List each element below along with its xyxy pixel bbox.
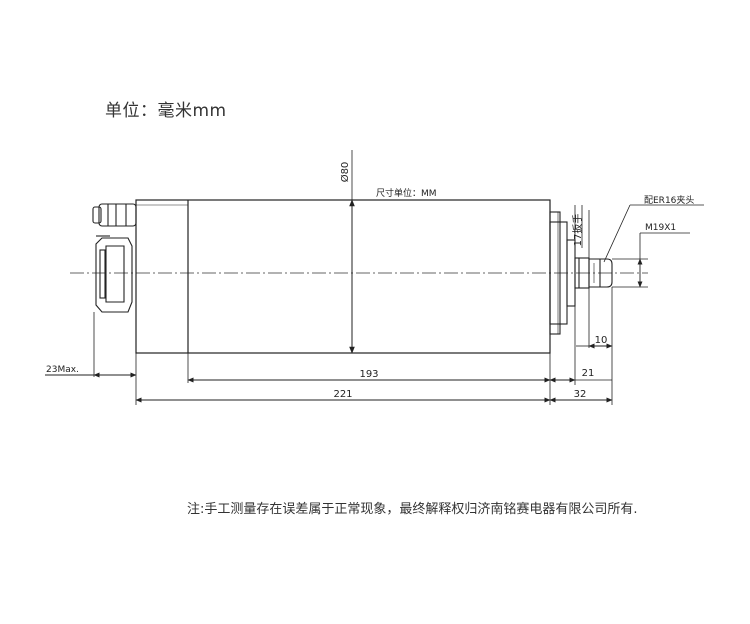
size-unit-note: 尺寸单位：MM <box>376 187 437 199</box>
wrench-label: 17扳手 <box>571 214 584 247</box>
dim-10-label: 10 <box>595 335 608 346</box>
dim-21-label: 21 <box>582 368 595 379</box>
diameter-label: Ø80 <box>339 162 351 183</box>
dim-23max-label: 23Max. <box>46 365 79 375</box>
spindle-nose <box>549 211 613 335</box>
dim-193-label: 193 <box>359 369 378 380</box>
thread-label: M19X1 <box>645 223 676 233</box>
unit-title: 单位：毫米mm <box>105 101 227 121</box>
spindle-body <box>135 199 551 354</box>
connector <box>92 203 137 313</box>
dim-32-label: 32 <box>574 389 587 400</box>
collet-leader <box>603 204 631 263</box>
footnote: 注:手工测量存在误差属于正常现象，最终解释权归济南铭赛电器有限公司所有. <box>187 502 638 517</box>
collet-label: 配ER16夹头 <box>644 194 694 206</box>
dim-221-label: 221 <box>333 389 352 400</box>
extension-lines <box>93 205 648 405</box>
